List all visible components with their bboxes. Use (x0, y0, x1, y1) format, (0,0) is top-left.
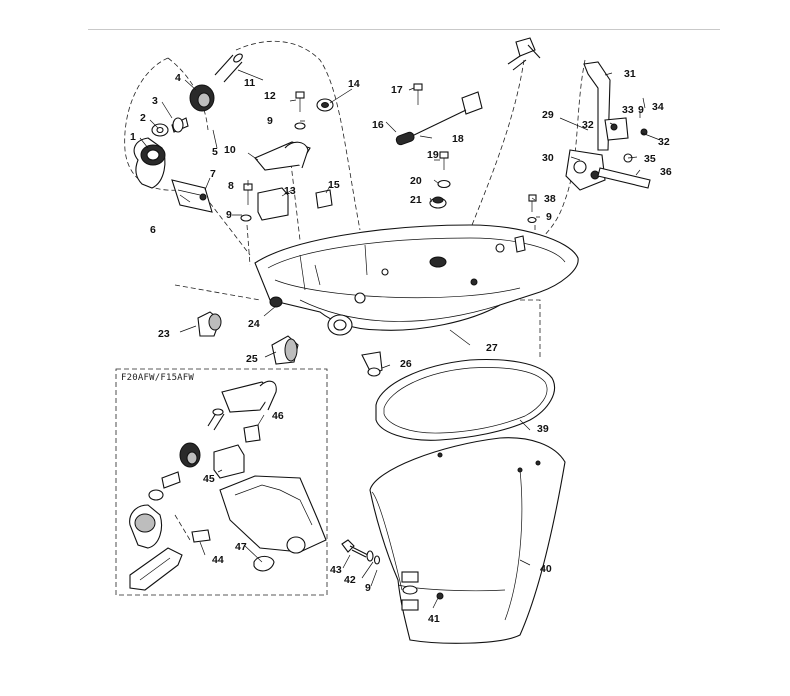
grommet-14 (316, 98, 334, 112)
callout-9d: 9 (546, 211, 552, 223)
callout-2: 2 (140, 112, 146, 124)
callout-36: 36 (660, 166, 672, 178)
callout-21: 21 (410, 194, 422, 206)
knob-assembly (133, 84, 215, 189)
callout-17: 17 (391, 84, 403, 96)
callout-39: 39 (537, 423, 549, 435)
callout-34: 34 (652, 101, 664, 113)
leader-lines (139, 69, 661, 609)
bottom-cowl-27 (254, 224, 579, 336)
callout-32a: 32 (582, 119, 594, 131)
callout-30: 30 (542, 152, 554, 164)
seal-39 (375, 359, 556, 441)
plugs (197, 296, 383, 377)
callout-35: 35 (644, 153, 656, 165)
callout-31: 31 (624, 68, 636, 80)
callout-45: 45 (203, 473, 215, 485)
callout-19: 19 (427, 149, 439, 161)
callout-14: 14 (348, 78, 360, 90)
top-divider (88, 29, 720, 30)
bolts (240, 83, 537, 224)
routing-lines (124, 40, 586, 541)
callout-9b: 9 (226, 209, 232, 221)
callout-labels: 1 2 3 4 5 6 7 8 9 9 19 10 11 12 13 14 15… (130, 68, 672, 625)
callout-47: 47 (235, 541, 247, 553)
callout-4: 4 (175, 72, 181, 84)
bracket-6 (171, 179, 213, 213)
bolt-43 (341, 539, 381, 565)
callout-11: 11 (244, 77, 255, 89)
grommet-21 (429, 196, 447, 209)
callout-7: 7 (210, 168, 216, 180)
inset-contents (129, 380, 327, 591)
callout-40: 40 (540, 563, 552, 575)
callout-16: 16 (372, 119, 384, 131)
callout-10: 10 (224, 144, 236, 156)
cable-18 (395, 91, 483, 146)
tee-fitting (507, 37, 541, 71)
callout-12: 12 (264, 90, 276, 102)
callout-27: 27 (486, 342, 498, 354)
pads (257, 187, 333, 221)
callout-38: 38 (544, 193, 556, 205)
callout-41: 41 (428, 613, 440, 625)
callout-18: 18 (452, 133, 464, 145)
callout-42: 42 (344, 574, 356, 586)
callout-5: 5 (212, 146, 218, 158)
callout-9e: 9 (365, 582, 371, 594)
callout-43: 43 (330, 564, 342, 576)
callout-13: 13 (284, 185, 296, 197)
callout-9c: 9 (638, 104, 644, 116)
callout-9a: 9 (267, 115, 273, 127)
callout-25: 25 (246, 353, 258, 365)
plate-10 (254, 141, 311, 171)
callout-44: 44 (212, 554, 224, 566)
lower-cover-40 (369, 437, 566, 644)
inset-box (115, 368, 328, 596)
hose-11 (214, 53, 243, 83)
callout-46: 46 (272, 410, 284, 422)
callout-23: 23 (158, 328, 170, 340)
callout-8: 8 (228, 180, 234, 192)
callout-32b: 32 (658, 136, 670, 148)
callout-1: 1 (130, 131, 136, 143)
callout-29: 29 (542, 109, 554, 121)
inset-caption: F20AFW/F15AFW (121, 373, 195, 383)
callout-33: 33 (622, 104, 634, 116)
callout-24: 24 (248, 318, 260, 330)
callout-26: 26 (400, 358, 412, 370)
callout-6: 6 (150, 224, 156, 236)
callout-3: 3 (152, 95, 158, 107)
callout-20: 20 (410, 175, 422, 187)
callout-15: 15 (328, 179, 340, 191)
